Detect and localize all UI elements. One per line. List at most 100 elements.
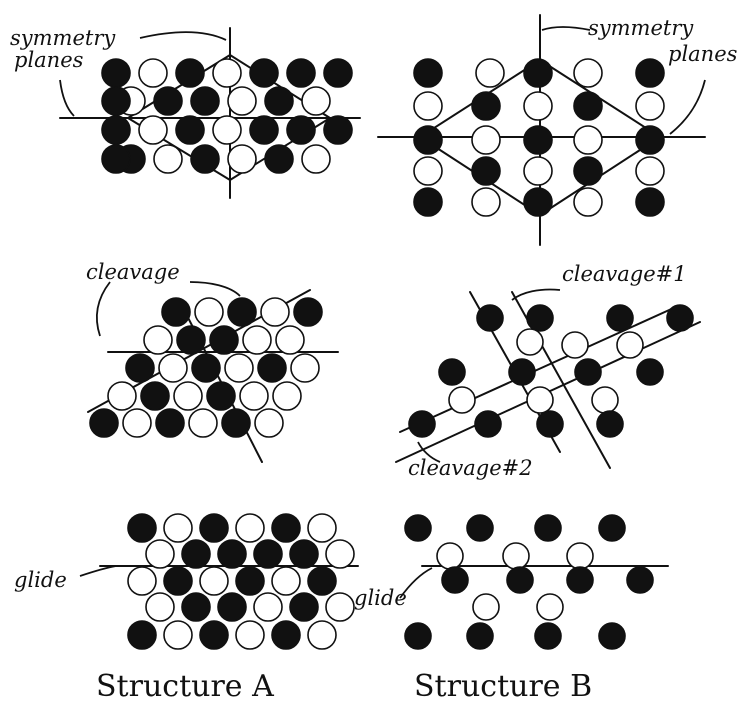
glide-arrow-a (80, 566, 116, 576)
atom (164, 621, 192, 649)
atom (236, 567, 264, 595)
atom (218, 540, 246, 568)
atom (207, 382, 235, 410)
atom (574, 188, 602, 216)
cleavage-arrow-a-left (97, 282, 110, 336)
atom (627, 567, 653, 593)
atom (575, 359, 601, 385)
atom (405, 515, 431, 541)
atom (164, 567, 192, 595)
atom (472, 92, 500, 120)
atom (308, 621, 336, 649)
atom (439, 359, 465, 385)
glide-label-a: glide (14, 570, 67, 591)
atom (637, 359, 663, 385)
atom (517, 329, 543, 355)
cleavage-label-a: cleavage (86, 262, 180, 283)
atom (597, 411, 623, 437)
atom (164, 514, 192, 542)
atom (144, 326, 172, 354)
atom (141, 382, 169, 410)
planes-arrow-b (670, 80, 705, 134)
cleavage-1-label-b: cleavage#1 (562, 264, 687, 285)
atom (442, 567, 468, 593)
atom (503, 543, 529, 569)
planes-label-b: planes (668, 44, 737, 65)
atom (195, 298, 223, 326)
atom (222, 409, 250, 437)
atom (128, 514, 156, 542)
atom (324, 59, 352, 87)
atom (287, 59, 315, 87)
atom (176, 116, 204, 144)
atom (567, 543, 593, 569)
atom (261, 298, 289, 326)
atom (475, 411, 501, 437)
atom (524, 126, 552, 154)
atom (128, 621, 156, 649)
atom (265, 145, 293, 173)
atom (108, 382, 136, 410)
atom (240, 382, 268, 410)
atom (308, 514, 336, 542)
atom (592, 387, 618, 413)
atom (177, 326, 205, 354)
atom (189, 409, 217, 437)
atom (287, 116, 315, 144)
cleavage-2-label-b: cleavage#2 (408, 458, 533, 479)
atom (276, 326, 304, 354)
symmetry-arrow-b (542, 27, 590, 30)
atom (146, 540, 174, 568)
atom (414, 126, 442, 154)
atom (535, 515, 561, 541)
atom (102, 59, 130, 87)
atom (467, 623, 493, 649)
atom (409, 411, 435, 437)
atom (308, 567, 336, 595)
atom (599, 623, 625, 649)
planes-arrow-a (60, 80, 74, 116)
atom (636, 92, 664, 120)
atom (302, 87, 330, 115)
atom (507, 567, 533, 593)
cleavage-1-arrow-b (512, 289, 560, 300)
atom (473, 594, 499, 620)
atom (599, 515, 625, 541)
atom (607, 305, 633, 331)
atom (467, 515, 493, 541)
structure-a-caption: Structure A (96, 672, 274, 702)
atom (324, 116, 352, 144)
atom (326, 540, 354, 568)
atom (636, 157, 664, 185)
atom (265, 87, 293, 115)
atom (139, 116, 167, 144)
atom (524, 188, 552, 216)
atom (535, 623, 561, 649)
atom (162, 298, 190, 326)
atom (146, 593, 174, 621)
atom (472, 188, 500, 216)
atom (210, 326, 238, 354)
atom (250, 59, 278, 87)
symmetry-label-b: symmetry (588, 18, 693, 39)
atom (225, 354, 253, 382)
atom (191, 145, 219, 173)
symmetry-label-a: symmetry (10, 28, 115, 49)
atom (414, 59, 442, 87)
atom (414, 92, 442, 120)
atom (294, 298, 322, 326)
symmetry-arrow-a (140, 32, 226, 40)
atom (243, 326, 271, 354)
atom (272, 621, 300, 649)
atom (174, 382, 202, 410)
atom (290, 593, 318, 621)
atom (302, 145, 330, 173)
atom (291, 354, 319, 382)
structure-b-caption: Structure B (414, 672, 592, 702)
atom (255, 409, 283, 437)
atom (250, 116, 278, 144)
atom (476, 59, 504, 87)
atom (537, 594, 563, 620)
atom (228, 87, 256, 115)
atom (562, 332, 588, 358)
